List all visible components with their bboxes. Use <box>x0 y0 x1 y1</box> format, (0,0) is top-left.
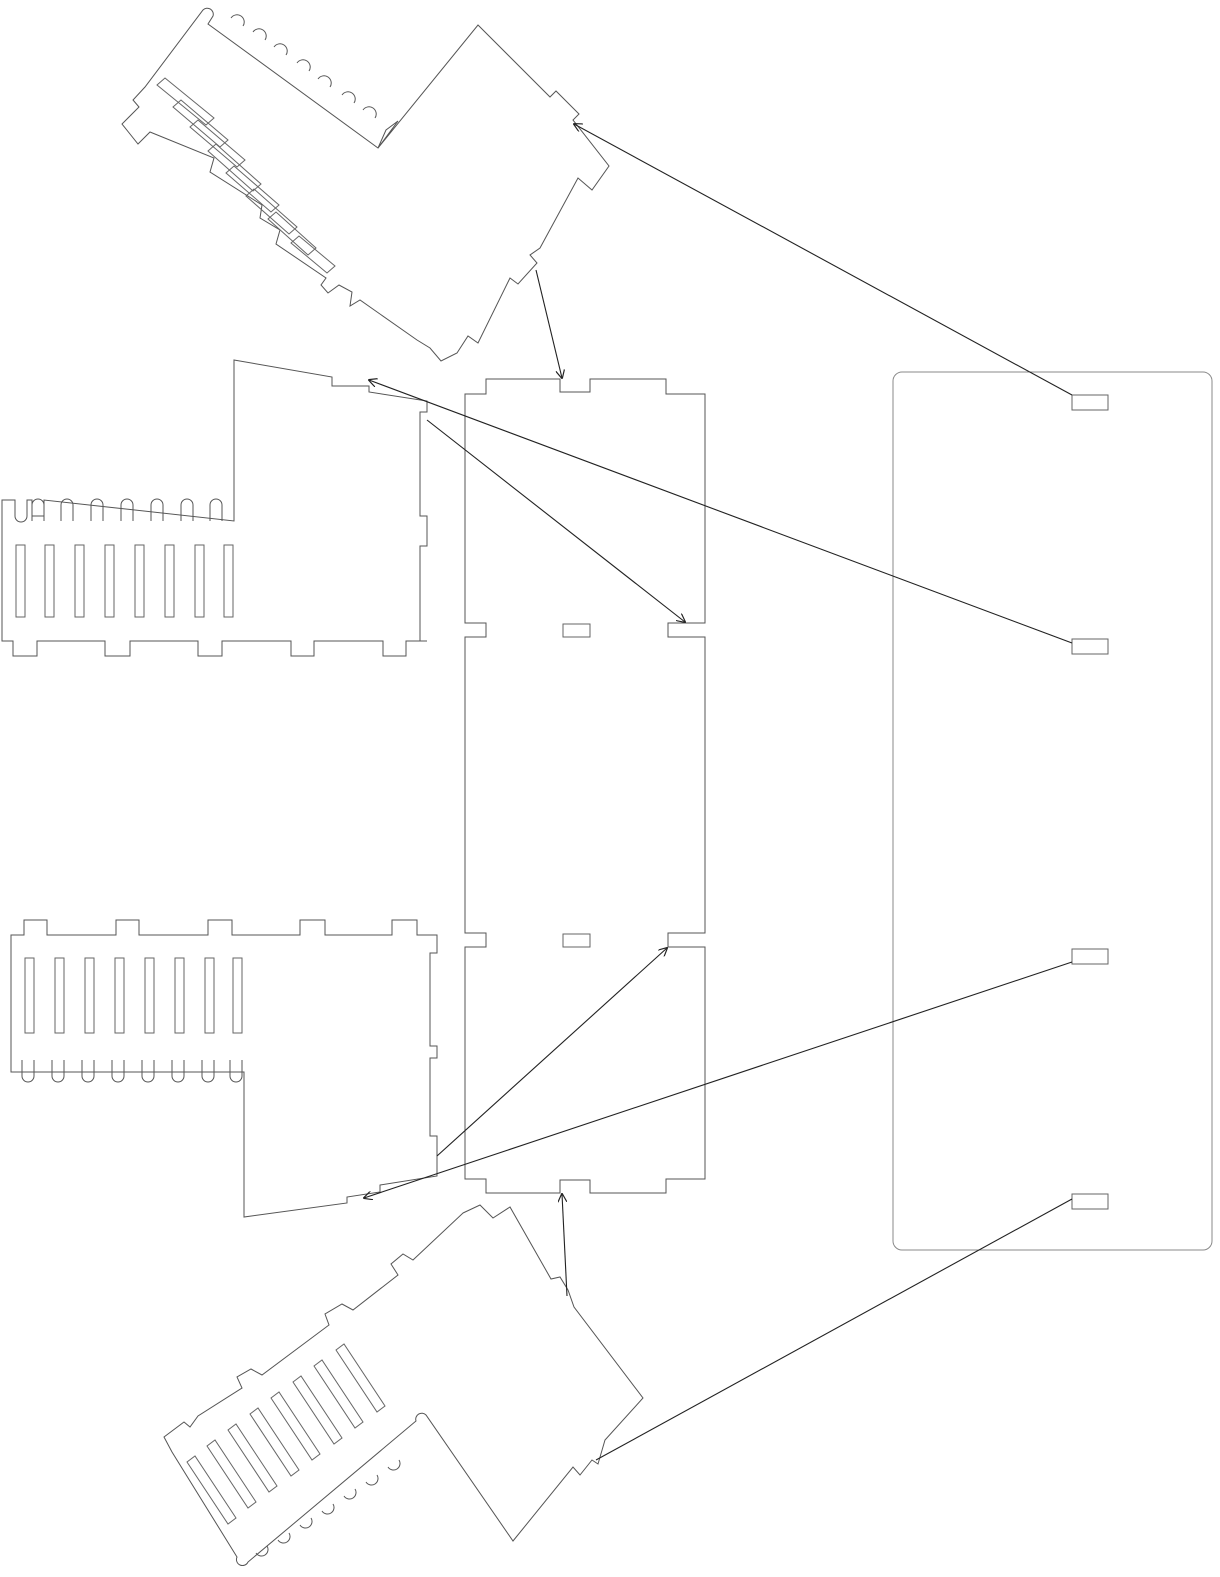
side-part-lower-outline <box>10 919 438 1218</box>
body-slot-lower <box>562 933 591 948</box>
connector-arrow-6 <box>364 961 1073 1198</box>
connector-arrow-1 <box>574 124 1073 396</box>
base-panel-outline <box>892 371 1213 1251</box>
body-slot-upper <box>562 623 591 638</box>
side-part-left-lower <box>10 919 438 1218</box>
end-part-bottom-rotated <box>163 1204 644 1567</box>
side-part-upper-fingers <box>31 498 223 521</box>
end-part-bottom-slots <box>186 1343 386 1525</box>
side-part-lower-slots <box>24 957 243 1034</box>
panel-slot-3 <box>1071 948 1109 965</box>
central-body-outline <box>464 378 706 1194</box>
panel-slot-1 <box>1071 394 1109 411</box>
connector-arrows <box>364 124 1073 1461</box>
panel-slot-2 <box>1071 638 1109 655</box>
side-part-upper-outline <box>1 359 428 657</box>
connector-arrow-4 <box>426 419 685 622</box>
panel-slot-4 <box>1071 1193 1109 1210</box>
end-part-top-slots <box>156 77 336 274</box>
base-panel <box>892 371 1213 1251</box>
end-part-bottom-fingers <box>255 1459 401 1557</box>
connector-arrow-3 <box>369 380 1073 644</box>
end-part-bottom-outline <box>163 1204 644 1567</box>
end-part-top-fingers <box>230 14 377 119</box>
side-part-left-upper <box>1 359 428 657</box>
side-part-lower-fingers <box>21 1060 243 1083</box>
connector-arrow-7 <box>562 1194 568 1297</box>
side-part-upper-slots <box>15 544 234 618</box>
central-body-strip <box>464 378 706 1194</box>
connector-arrow-8 <box>595 1198 1073 1461</box>
end-part-top-outline <box>121 7 610 362</box>
connector-arrow-5 <box>436 948 667 1157</box>
connector-arrow-2 <box>535 269 562 378</box>
end-part-top-rotated <box>121 7 610 362</box>
